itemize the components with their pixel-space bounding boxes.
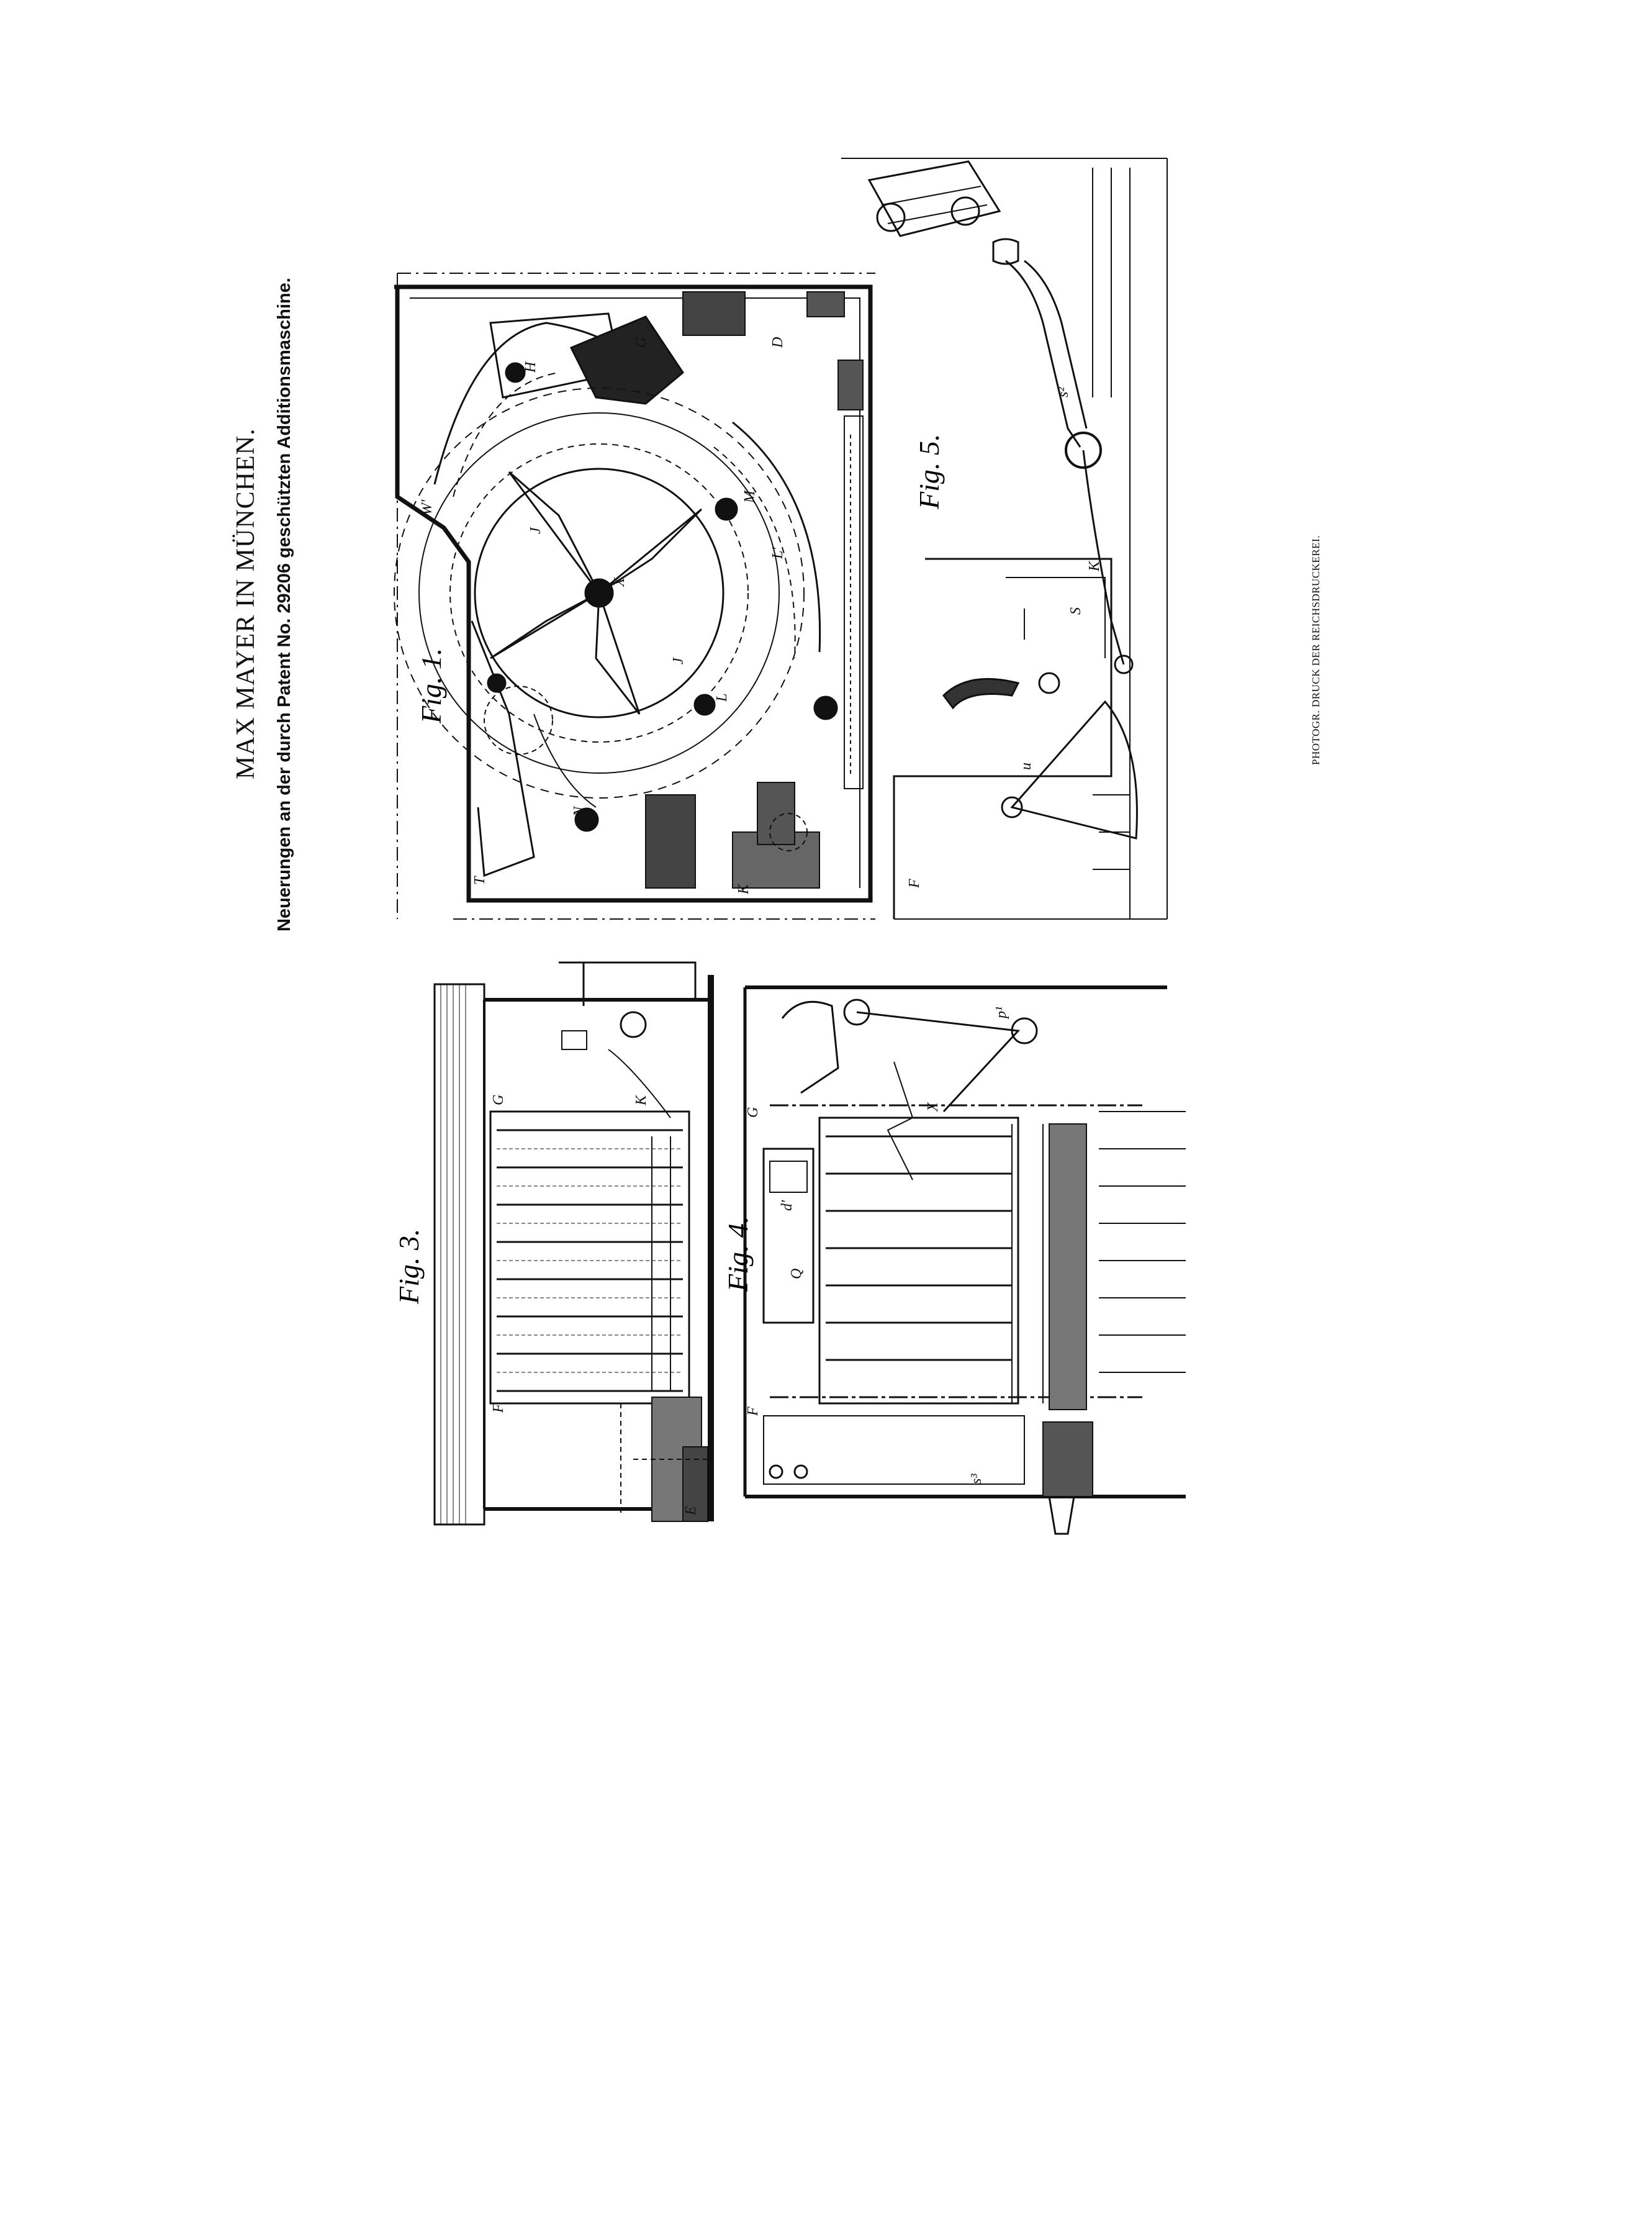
fig5-label: u [1018,763,1034,770]
fig1-label: T [472,876,488,885]
fig3-label: F [490,1403,507,1413]
fig4-label: G [745,1107,761,1118]
fig5-label: s² [1055,387,1072,397]
printer-credit: PHOTOGR. DRUCK DER REICHSDRUCKEREI. [1310,535,1322,765]
fig3-label: E [683,1506,699,1515]
fig4-label: X [925,1102,941,1112]
fig4-label: p¹ [993,1006,1009,1018]
fig1-label: K [736,884,752,894]
fig1-label: J [670,658,687,664]
fig1-label: H [523,361,539,373]
fig5-label: K [1086,561,1103,571]
fig1-label: W' [419,499,435,515]
fig3-caption: Fig. 3. [393,1228,425,1304]
fig5-label: F [906,879,923,888]
fig5-label: S [1068,607,1084,615]
fig3-label: G [490,1094,507,1105]
fig3-label: K [633,1095,649,1105]
fig4-label: s³ [968,1474,985,1484]
fig4-label: Q [788,1268,805,1279]
page-subtitle: Neuerungen an der durch Patent No. 29206… [274,278,294,931]
fig1-label: L' [770,547,786,559]
fig1-label: X [612,578,628,587]
fig3-drawing [433,961,714,1526]
fig1-label: M [742,491,758,503]
fig1-label: J [528,527,544,534]
fig1-label: L [714,693,730,702]
fig1-label: N [571,806,587,817]
fig4-caption: Fig. 4. [722,1216,754,1292]
fig4-label: F [745,1406,761,1416]
fig5-drawing [841,158,1168,920]
fig1-caption: Fig. 1. [415,648,447,723]
fig1-drawing [394,273,875,920]
fig1-label: D [770,337,786,348]
fig5-caption: Fig. 5. [913,433,945,509]
fig4-label: d' [779,1200,795,1211]
fig1-label: G [633,337,649,348]
page-title: MAX MAYER IN MÜNCHEN. [232,428,260,779]
fig4-drawing [743,985,1186,1535]
